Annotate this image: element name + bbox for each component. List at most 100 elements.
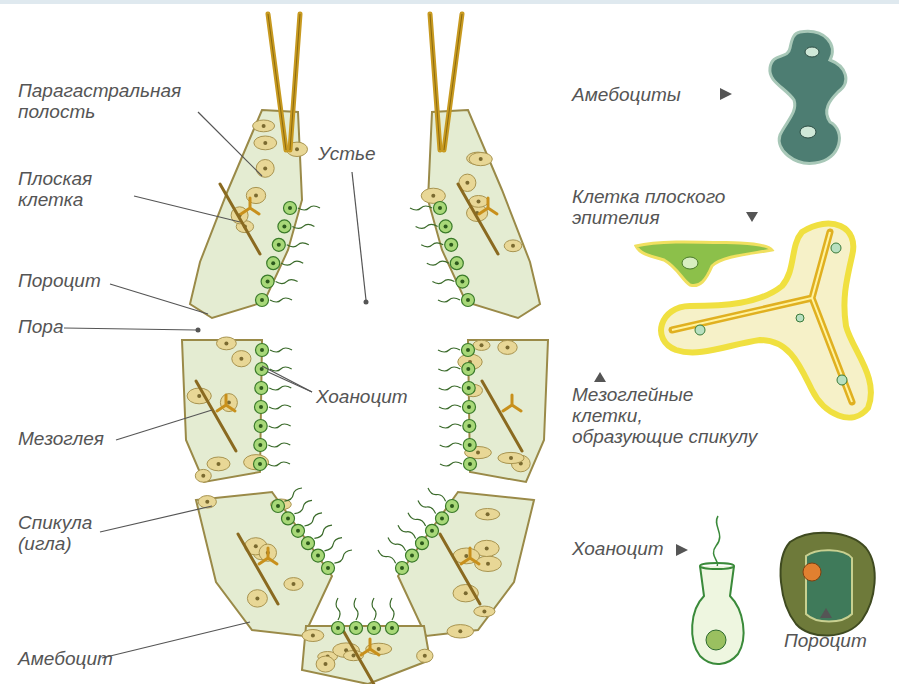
nucleus xyxy=(464,554,468,558)
choanocyte xyxy=(463,420,476,433)
small-spicule xyxy=(503,395,521,411)
wall-segment xyxy=(398,492,534,636)
cell xyxy=(476,509,500,520)
flagellum xyxy=(438,298,460,302)
nucleus xyxy=(276,504,280,508)
nucleus xyxy=(805,47,819,57)
flagellum xyxy=(270,348,292,352)
choanocyte xyxy=(312,549,325,562)
flagellum xyxy=(269,405,291,409)
leader-line xyxy=(134,196,240,222)
part-label: Пороцит xyxy=(784,630,894,651)
top-strip xyxy=(0,0,899,4)
pointer xyxy=(676,544,688,556)
nucleus xyxy=(295,147,299,151)
nucleus xyxy=(477,199,481,203)
nucleus xyxy=(311,634,315,638)
nucleus xyxy=(271,261,275,265)
nucleus xyxy=(466,298,470,302)
flagellum xyxy=(410,206,432,210)
pointer xyxy=(746,212,758,222)
choanocyte xyxy=(350,622,363,635)
spike xyxy=(430,14,440,150)
nucleus xyxy=(259,424,263,428)
nucleus xyxy=(440,516,444,520)
nucleus xyxy=(480,343,484,347)
wall-segment xyxy=(196,492,332,636)
cell xyxy=(473,340,490,350)
spike xyxy=(268,14,286,150)
nucleus xyxy=(263,141,267,145)
cell xyxy=(254,136,277,150)
flagellum xyxy=(440,462,462,466)
nucleus xyxy=(306,541,310,545)
spicule xyxy=(672,232,852,402)
choanocyte xyxy=(322,562,335,575)
choanocyte xyxy=(434,202,447,215)
nucleus xyxy=(400,566,404,570)
nucleus xyxy=(695,325,705,335)
choanocyte xyxy=(254,458,267,471)
nucleus xyxy=(255,596,259,600)
flagellum xyxy=(421,243,443,247)
nucleus xyxy=(511,244,515,248)
nucleus xyxy=(354,626,358,630)
choanocyte xyxy=(463,439,476,452)
nucleus xyxy=(377,647,381,651)
cell xyxy=(474,606,495,617)
nucleus xyxy=(430,529,434,533)
nucleus xyxy=(266,280,270,284)
spicule xyxy=(440,534,480,604)
part-label: Пороцит xyxy=(18,270,158,291)
nucleus xyxy=(682,257,698,269)
nucleus xyxy=(282,224,286,228)
flagellum xyxy=(298,206,320,210)
wall-segment xyxy=(302,626,430,684)
choanocyte xyxy=(256,294,269,307)
flagellum xyxy=(270,298,292,302)
small-spicule xyxy=(241,198,259,214)
cell xyxy=(198,496,216,508)
choanocyte xyxy=(445,238,458,251)
cell xyxy=(417,649,433,662)
nucleus xyxy=(263,166,267,170)
cell xyxy=(284,578,303,591)
nucleus xyxy=(254,194,258,198)
nucleus xyxy=(468,462,472,466)
spicule xyxy=(196,381,236,451)
spike xyxy=(290,14,300,150)
flagellum xyxy=(270,367,292,371)
nucleus xyxy=(796,314,804,322)
nucleus xyxy=(482,609,486,613)
porocyte-cell xyxy=(781,533,875,636)
cell xyxy=(498,340,517,354)
cell xyxy=(421,188,445,203)
nucleus xyxy=(286,516,290,520)
choanocyte xyxy=(282,512,295,525)
flagellum xyxy=(439,424,461,428)
nucleus xyxy=(217,462,221,466)
nucleus xyxy=(486,512,490,516)
choanocyte xyxy=(416,537,429,550)
flagellum xyxy=(287,243,309,247)
choanocyte xyxy=(462,363,475,376)
spike-core xyxy=(430,14,440,150)
cell xyxy=(247,590,267,607)
flagellum xyxy=(324,538,342,551)
part-label: Пора xyxy=(18,316,118,337)
flagellum xyxy=(354,598,358,620)
small-spicule xyxy=(217,395,235,411)
flagellum xyxy=(284,488,302,501)
cell xyxy=(244,455,269,470)
nucleus xyxy=(449,243,453,247)
spike-core xyxy=(268,14,286,150)
nucleus xyxy=(486,562,490,566)
choanocyte xyxy=(254,420,267,433)
nucleus xyxy=(201,474,205,478)
nucleus xyxy=(706,630,726,650)
choanocyte xyxy=(436,512,449,525)
leader-line xyxy=(268,372,312,392)
nucleus xyxy=(324,662,328,666)
part-label: Устье xyxy=(318,143,408,164)
leader-dot xyxy=(364,300,369,305)
